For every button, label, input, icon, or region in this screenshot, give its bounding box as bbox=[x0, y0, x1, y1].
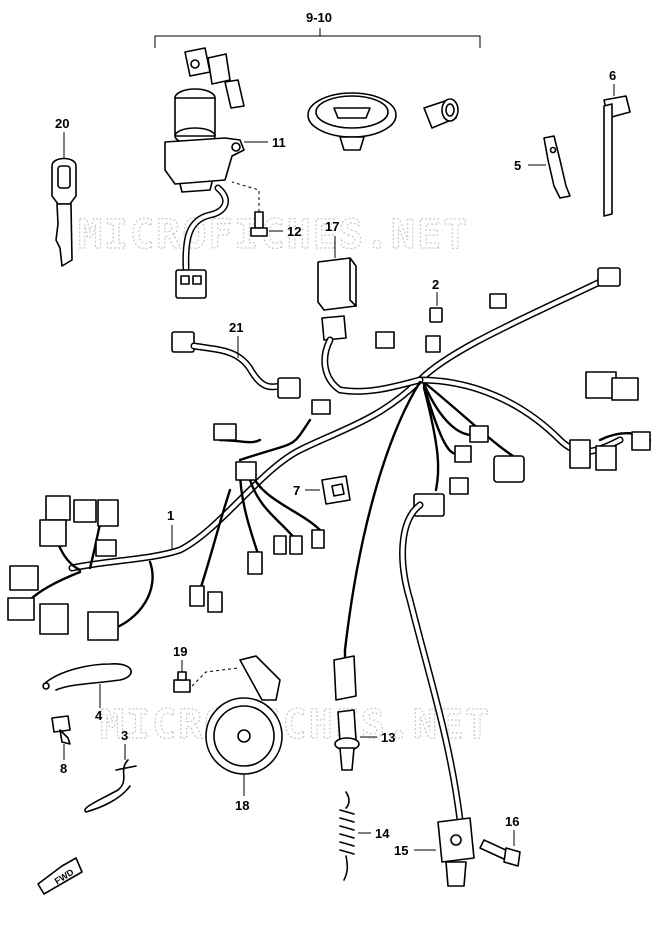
bracket-9-10 bbox=[154, 28, 481, 48]
callout-13[interactable]: 13 bbox=[381, 730, 395, 745]
callout-18[interactable]: 18 bbox=[235, 798, 249, 813]
spring-14[interactable] bbox=[339, 791, 355, 881]
callout-6[interactable]: 6 bbox=[609, 68, 616, 83]
callout-16[interactable]: 16 bbox=[505, 814, 519, 829]
cable-tie-6[interactable] bbox=[603, 84, 631, 217]
callout-20[interactable]: 20 bbox=[55, 116, 69, 131]
callout-12[interactable]: 12 bbox=[287, 224, 301, 239]
callout-4[interactable]: 4 bbox=[95, 708, 103, 723]
callout-3[interactable]: 3 bbox=[121, 728, 128, 743]
callout-21[interactable]: 21 bbox=[229, 320, 243, 335]
ignition-switch[interactable] bbox=[164, 47, 245, 193]
clamp-5[interactable] bbox=[543, 135, 571, 199]
ignition-connector bbox=[175, 269, 207, 299]
harness-connectors bbox=[7, 293, 651, 641]
callout-7[interactable]: 7 bbox=[293, 483, 300, 498]
callout-17[interactable]: 17 bbox=[325, 219, 339, 234]
lock-cylinder[interactable] bbox=[423, 98, 459, 129]
switch-13[interactable] bbox=[333, 648, 360, 771]
screw-12[interactable] bbox=[231, 181, 268, 237]
callout-8[interactable]: 8 bbox=[60, 761, 67, 776]
callout-11[interactable]: 11 bbox=[272, 135, 286, 150]
key-20[interactable] bbox=[51, 132, 77, 267]
bolt-16[interactable] bbox=[479, 830, 521, 867]
clip-3[interactable] bbox=[84, 744, 137, 813]
clip-7[interactable] bbox=[321, 475, 351, 505]
callout-19[interactable]: 19 bbox=[173, 644, 187, 659]
fuse-2[interactable] bbox=[429, 292, 443, 323]
bolt-19[interactable] bbox=[173, 660, 191, 693]
callout-14[interactable]: 14 bbox=[375, 826, 390, 841]
fwd-arrow: FWD bbox=[37, 857, 83, 895]
clip-4[interactable] bbox=[42, 663, 132, 708]
fuel-cap[interactable] bbox=[307, 92, 397, 151]
watermark-top: MICROFICHES.NET bbox=[78, 212, 469, 258]
relay-17[interactable] bbox=[317, 236, 357, 341]
callout-9-10[interactable]: 9-10 bbox=[306, 10, 332, 25]
sub-harness-21[interactable] bbox=[171, 331, 301, 399]
screw-8[interactable] bbox=[51, 715, 71, 760]
callout-2[interactable]: 2 bbox=[432, 277, 439, 292]
callout-1[interactable]: 1 bbox=[167, 508, 174, 523]
callout-15[interactable]: 15 bbox=[394, 843, 408, 858]
callout-5[interactable]: 5 bbox=[514, 158, 521, 173]
sensor-15[interactable] bbox=[399, 501, 475, 887]
watermark-bottom: MICROFICHES.NET bbox=[100, 702, 491, 748]
horn-18[interactable] bbox=[191, 655, 283, 796]
